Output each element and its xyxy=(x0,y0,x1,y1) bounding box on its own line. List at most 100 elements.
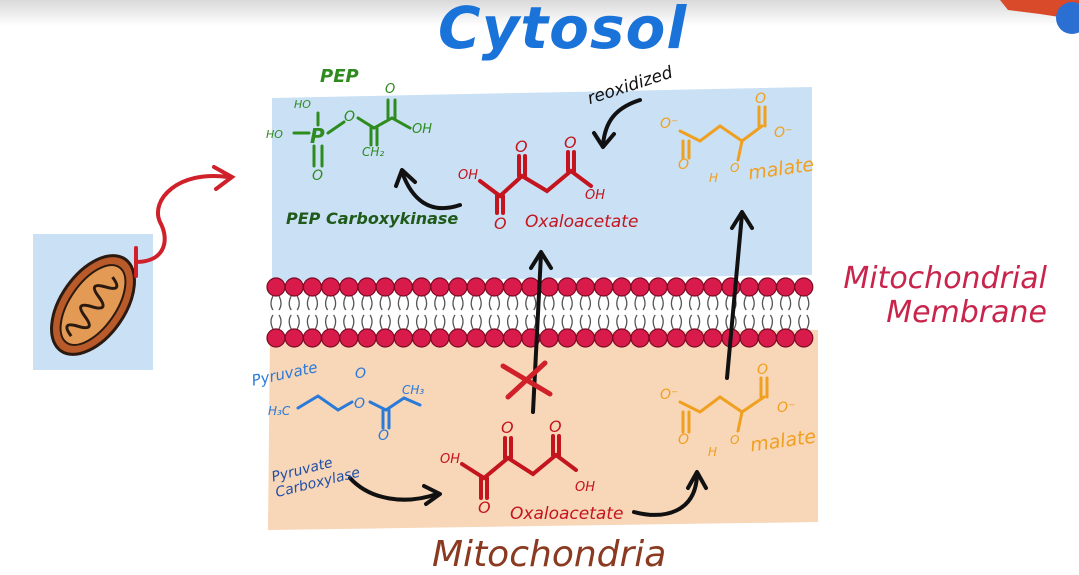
cytosol-oaa-oh-right: OH xyxy=(585,188,606,203)
lipid-head-bottom xyxy=(739,328,759,348)
lipid-head-bottom xyxy=(412,328,432,348)
mito-malate-h: H xyxy=(708,445,718,459)
lipid-head-bottom xyxy=(557,328,577,348)
pep-structure xyxy=(292,98,412,168)
lipid-head-top xyxy=(575,277,596,297)
cytosol-oaa-o-bottom: O xyxy=(494,214,507,233)
lipid-tail-top xyxy=(707,295,719,311)
cytosol-title: Cytosol xyxy=(438,0,688,62)
lipid-head-top xyxy=(630,277,650,297)
lipid-head-top xyxy=(557,277,577,297)
lipid-tail-top xyxy=(579,295,592,311)
lipid-tail-bottom xyxy=(561,314,573,330)
mitochondria-region xyxy=(268,330,818,530)
lipid-head-bottom xyxy=(502,328,523,348)
lipid-tail-bottom xyxy=(452,314,464,330)
lipid-tail-top xyxy=(543,295,555,311)
lipid-tail-top xyxy=(324,295,337,311)
malate-transport-arrow xyxy=(725,212,744,380)
lipid-tail-bottom xyxy=(525,314,537,330)
lipid-head-bottom xyxy=(393,328,413,348)
lipid-tail-top xyxy=(506,295,519,311)
lipid-head-bottom xyxy=(266,328,286,348)
lipid-head-bottom xyxy=(648,328,668,348)
lipid-head-bottom xyxy=(757,328,778,348)
cytosol-malate-structure xyxy=(678,105,767,162)
lipid-tail-top xyxy=(616,295,628,311)
lipid-head-top xyxy=(412,277,432,297)
mito-malate-o-top: O xyxy=(757,362,769,378)
cytosol-malate-o-minus-left: O⁻ xyxy=(660,116,679,132)
lipid-tail-bottom xyxy=(306,314,319,330)
lipid-head-top xyxy=(321,277,341,297)
lipid-tail-top xyxy=(397,295,410,311)
lipid-tail-bottom xyxy=(434,314,446,330)
lipid-head-top xyxy=(339,277,359,297)
lipid-tail-bottom xyxy=(688,314,701,330)
pyruvate-h3c: H₃C xyxy=(268,404,291,418)
lipid-tail-bottom xyxy=(616,314,628,330)
mito-oaa-o-bottom: O xyxy=(478,498,491,517)
lipid-tail-bottom xyxy=(270,314,282,330)
lipid-head-bottom xyxy=(357,328,377,348)
lipid-tail-top xyxy=(561,295,573,311)
lipid-head-top xyxy=(539,277,559,297)
membrane-label: Mitochondrial Membrane xyxy=(832,262,1047,330)
lipid-head-bottom xyxy=(666,328,687,348)
lipid-head-top xyxy=(703,277,723,297)
mito-oaa-oh-right: OH xyxy=(575,480,596,495)
lipid-tail-bottom xyxy=(597,314,610,330)
membrane xyxy=(266,277,814,348)
blocked-x-mark xyxy=(500,360,553,400)
lipid-tail-bottom xyxy=(670,314,683,330)
lipid-head-bottom xyxy=(375,328,395,348)
cytosol-malate-o-minus-right: O⁻ xyxy=(774,125,793,141)
cytosol-region xyxy=(272,87,812,282)
lipid-tail-bottom xyxy=(707,314,719,330)
lipid-head-bottom xyxy=(302,328,322,348)
lipid-tail-top xyxy=(361,295,373,311)
lipid-tail-top xyxy=(652,295,664,311)
lipid-head-top xyxy=(393,277,413,297)
lipid-tail-bottom xyxy=(634,314,646,330)
lipid-tail-bottom xyxy=(379,314,391,330)
lipid-head-bottom xyxy=(630,328,650,348)
lipid-tail-top xyxy=(688,295,701,311)
cytosol-oaa-o-top2: O xyxy=(564,133,577,152)
oaa-to-malate-arrow xyxy=(632,474,699,517)
mito-malate-o-minus-right: O⁻ xyxy=(777,400,796,416)
cytosol-oaa-o-top1: O xyxy=(515,137,528,156)
lipid-tail-top xyxy=(452,295,464,311)
lipid-tail-top xyxy=(761,295,774,311)
pep-ch2: CH₂ xyxy=(362,145,385,159)
lipid-head-bottom xyxy=(684,328,705,348)
mitochondrion-icon xyxy=(50,254,136,356)
lipid-tail-bottom xyxy=(488,314,501,330)
mito-malate-o-minus-left: O⁻ xyxy=(660,387,679,403)
mito-oaa-structure xyxy=(460,434,578,500)
oaa-to-pep-arrow xyxy=(400,170,462,211)
membrane-label-line2: Membrane xyxy=(886,295,1047,330)
lipid-head-top xyxy=(612,277,632,297)
lipid-head-top xyxy=(375,277,395,297)
mito-oaa-o-top2: O xyxy=(549,417,562,436)
lipid-tail-bottom xyxy=(397,314,410,330)
lipid-head-bottom xyxy=(448,328,468,348)
lipid-tail-bottom xyxy=(343,314,355,330)
pyruvate-o-top: O xyxy=(355,366,367,382)
pep-oh: OH xyxy=(412,122,433,137)
lipid-tail-bottom xyxy=(415,314,428,330)
lipid-head-bottom xyxy=(703,328,723,348)
lipid-head-bottom xyxy=(539,328,559,348)
lipid-head-bottom xyxy=(284,328,304,348)
lipid-tail-top xyxy=(379,295,391,311)
lipid-tail-bottom xyxy=(543,314,555,330)
top-fade-bar xyxy=(0,0,1079,26)
lipid-tail-bottom xyxy=(579,314,592,330)
lipid-head-bottom xyxy=(575,328,596,348)
lipid-tail-bottom xyxy=(743,314,755,330)
lipid-head-bottom xyxy=(430,328,450,348)
lipid-tail-bottom xyxy=(324,314,337,330)
lipid-tail-top xyxy=(597,295,610,311)
pep-carboxykinase-label: PEP Carboxykinase xyxy=(286,209,459,228)
